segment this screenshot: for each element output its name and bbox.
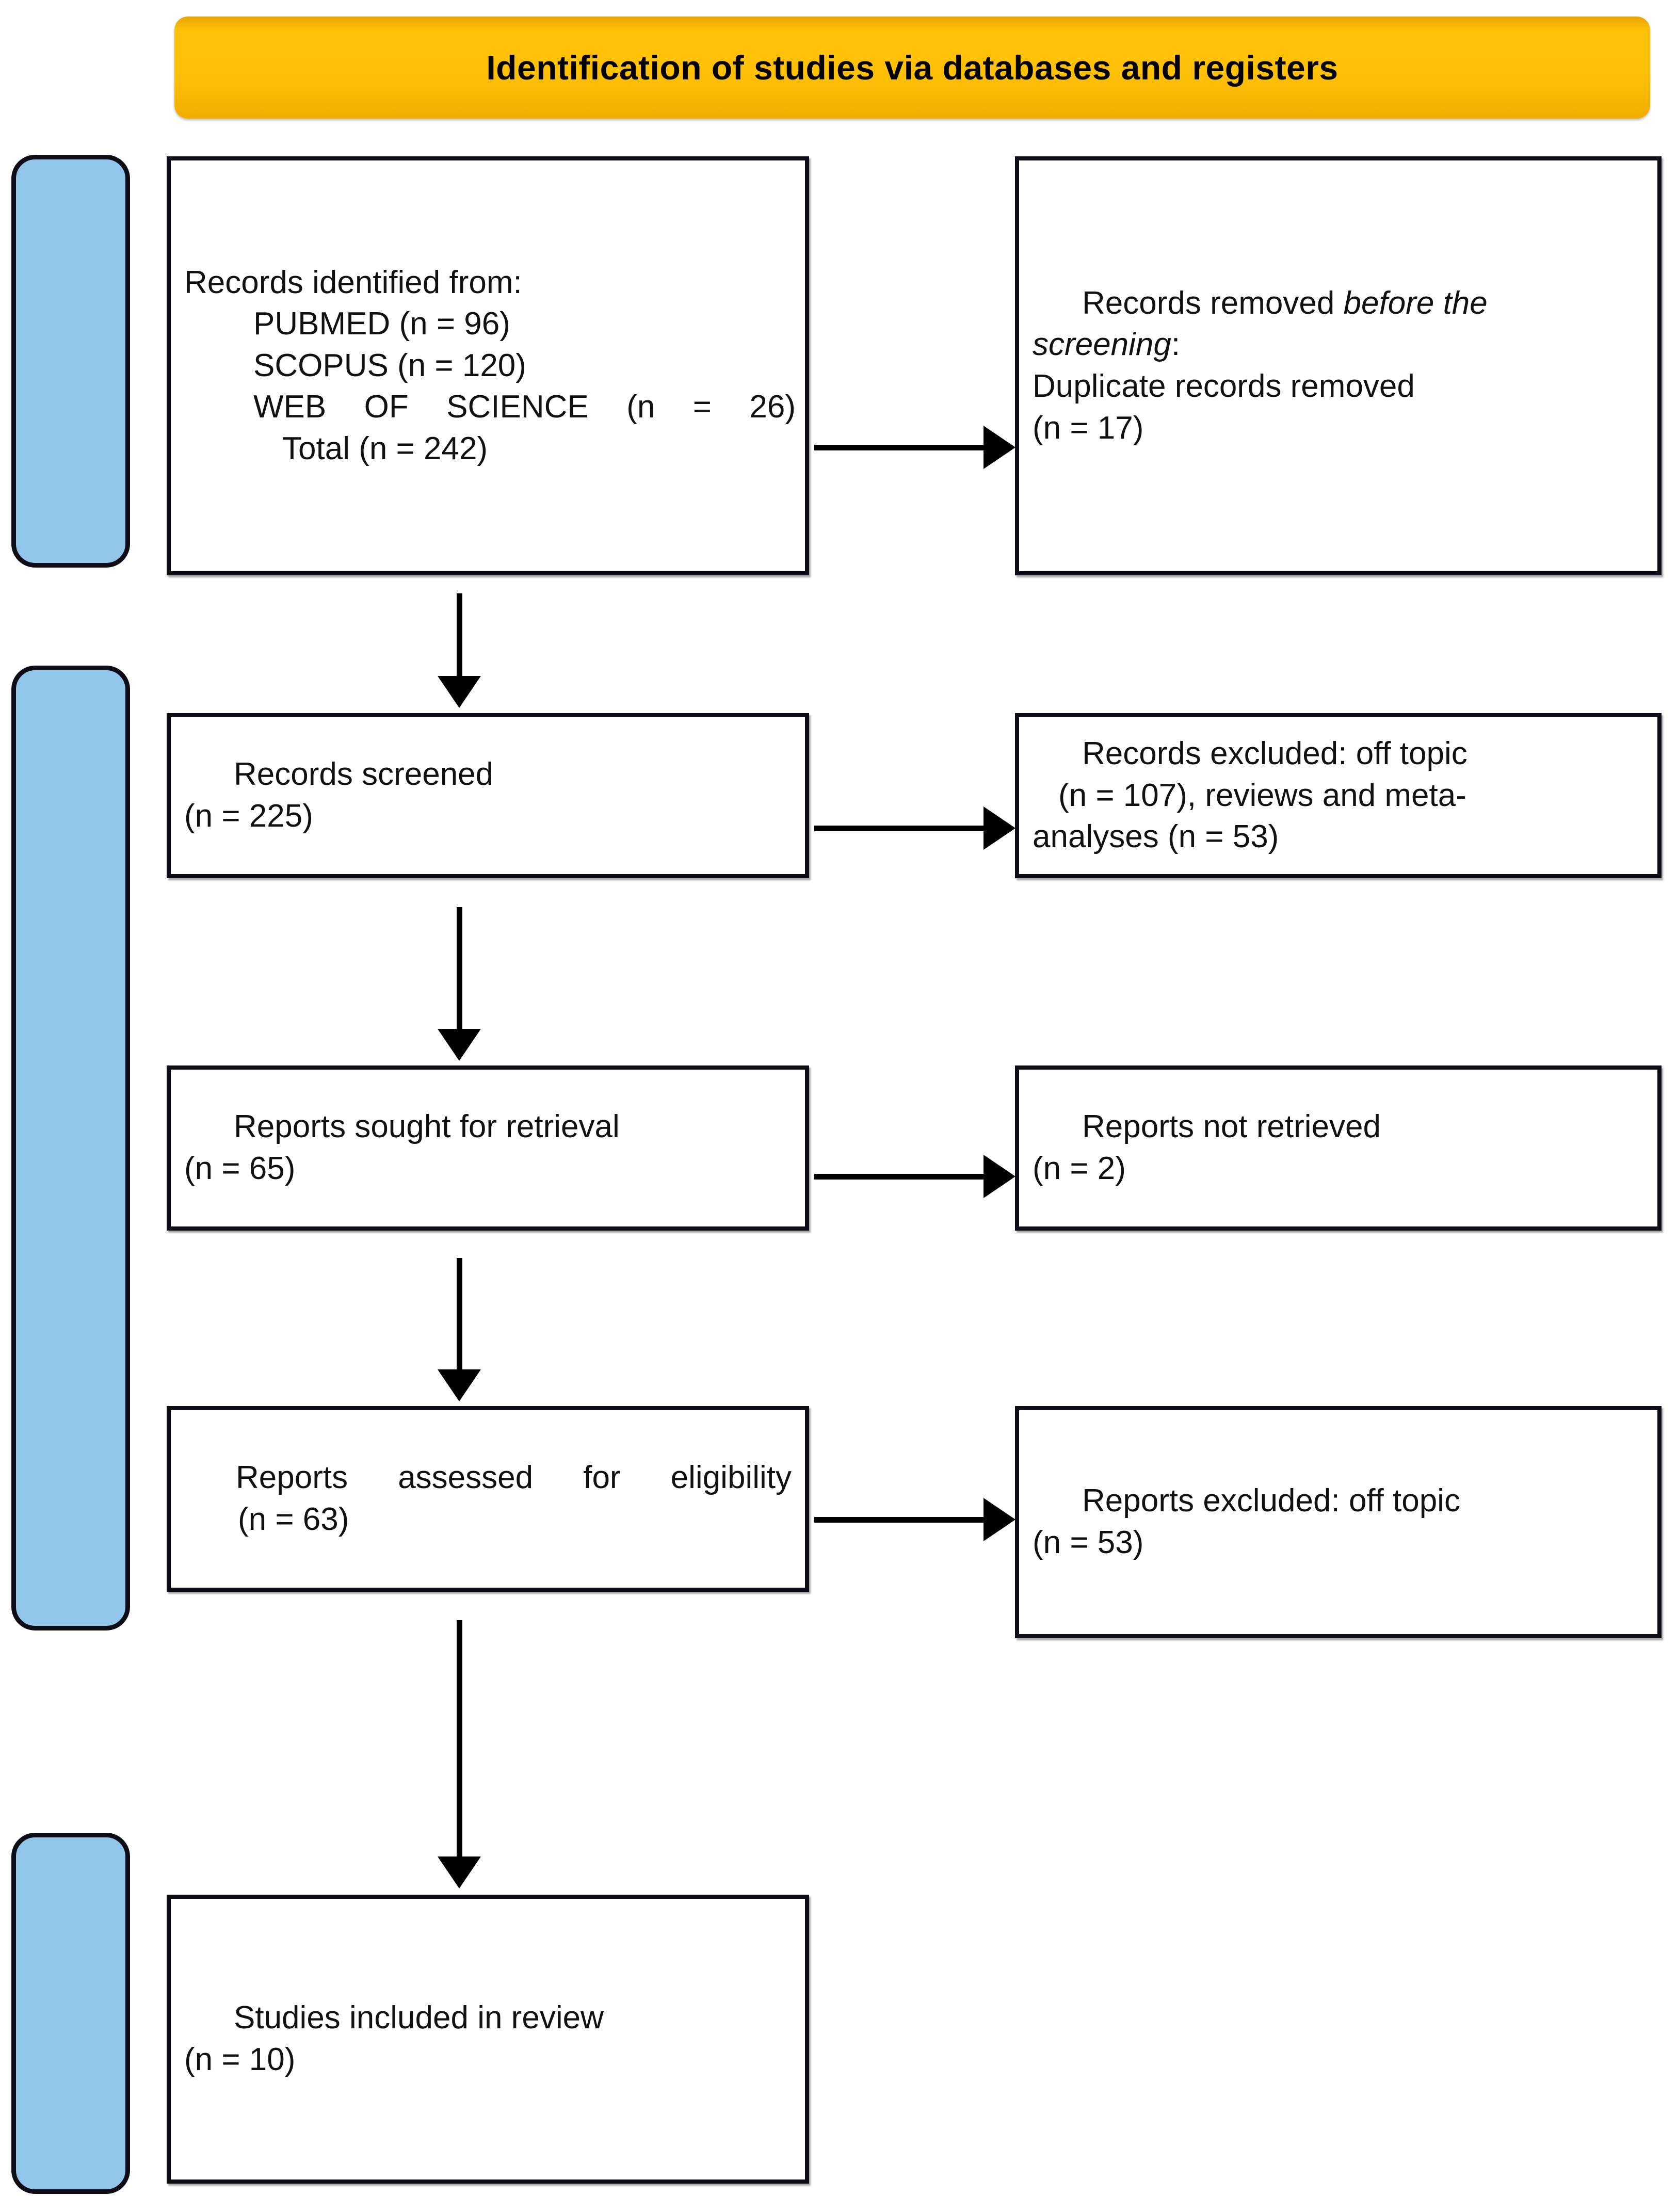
box-records-identified-text: Records identified from: PUBMED (n = 96)… (171, 262, 805, 470)
records-identified-line3: SCOPUS (n = 120) (253, 347, 526, 383)
records-identified-line4: WEB OF SCIENCE (n = 26) (253, 389, 796, 425)
records-identified-line2: PUBMED (n = 96) (253, 306, 510, 342)
reports-excluded-line2: (n = 53) (1033, 1525, 1144, 1560)
records-screened-line2: (n = 225) (184, 798, 313, 834)
box-records-removed-text: Records removed before the screening:Dup… (1019, 283, 1657, 449)
box-records-excluded: Records excluded: off topic (n = 107), re… (1015, 713, 1662, 878)
arrow-screened-to-sought (436, 907, 482, 1066)
records-identified-line5: Total (n = 242) (282, 430, 488, 466)
arrow-screened-to-excluded (814, 805, 1020, 851)
box-reports-sought-text: Reports sought for retrieval (n = 65) (171, 1106, 805, 1189)
arrow-sought-to-not-retrieved (814, 1153, 1020, 1200)
records-excluded-line3: analyses (n = 53) (1033, 819, 1279, 855)
records-screened-line1: Records screened (234, 756, 494, 793)
box-studies-included-text: Studies included in review (n = 10) (171, 1997, 805, 2080)
reports-sought-line2: (n = 65) (184, 1151, 296, 1186)
records-identified-line1: Records identified from: (184, 264, 522, 300)
records-excluded-line2: (n = 107), reviews and meta- (1058, 777, 1466, 813)
box-records-screened-text: Records screened (n = 225) (171, 754, 805, 837)
reports-excluded-line1: Reports excluded: off topic (1082, 1483, 1460, 1519)
studies-included-line1: Studies included in review (234, 2000, 604, 2036)
box-records-screened: Records screened (n = 225) (167, 713, 809, 878)
reports-not-retrieved-line2: (n = 2) (1033, 1151, 1126, 1186)
records-removed-line2: Duplicate records removed (1033, 368, 1415, 404)
arrow-assessed-to-included (436, 1620, 482, 1895)
reports-assessed-line1: Reports assessed for eligibility (236, 1460, 792, 1496)
box-reports-assessed-text: Reports assessed for eligibility (n = 63) (171, 1457, 805, 1540)
arrow-identified-to-removed (814, 424, 1020, 471)
box-studies-included: Studies included in review (n = 10) (167, 1895, 809, 2184)
stage-tab-identification (11, 155, 130, 568)
records-removed-line1-plain: Records removed (1082, 285, 1344, 321)
reports-sought-line1: Reports sought for retrieval (234, 1109, 620, 1145)
records-removed-line1-tail: : (1171, 327, 1181, 363)
box-reports-excluded: Reports excluded: off topic (n = 53) (1015, 1406, 1662, 1638)
box-records-excluded-text: Records excluded: off topic (n = 107), re… (1019, 733, 1657, 858)
box-records-identified: Records identified from: PUBMED (n = 96)… (167, 156, 809, 575)
studies-included-line2: (n = 10) (184, 2042, 296, 2077)
arrow-assessed-to-reports-excluded (814, 1496, 1020, 1543)
arrow-identified-to-screened (436, 593, 482, 713)
box-reports-excluded-text: Reports excluded: off topic (n = 53) (1019, 1480, 1657, 1563)
box-reports-sought: Reports sought for retrieval (n = 65) (167, 1065, 809, 1231)
stage-tab-screening (11, 666, 130, 1630)
box-reports-not-retrieved-text: Reports not retrieved (n = 2) (1019, 1106, 1657, 1189)
records-excluded-line1: Records excluded: off topic (1082, 736, 1468, 772)
diagram-header-banner: Identification of studies via databases … (174, 17, 1650, 119)
page-title: Identification of studies via databases … (486, 49, 1339, 87)
reports-assessed-line2: (n = 63) (238, 1501, 349, 1537)
box-reports-assessed: Reports assessed for eligibility (n = 63) (167, 1406, 809, 1592)
stage-tab-included (11, 1833, 130, 2194)
box-reports-not-retrieved: Reports not retrieved (n = 2) (1015, 1065, 1662, 1231)
records-removed-line3: (n = 17) (1033, 410, 1144, 446)
records-removed-line1: Records removed before the screening: (1033, 283, 1644, 366)
box-records-removed: Records removed before the screening:Dup… (1015, 156, 1662, 575)
reports-not-retrieved-line1: Reports not retrieved (1082, 1109, 1381, 1145)
records-removed-line1-italic: before the screening (1033, 285, 1488, 363)
arrow-sought-to-assessed (436, 1258, 482, 1407)
